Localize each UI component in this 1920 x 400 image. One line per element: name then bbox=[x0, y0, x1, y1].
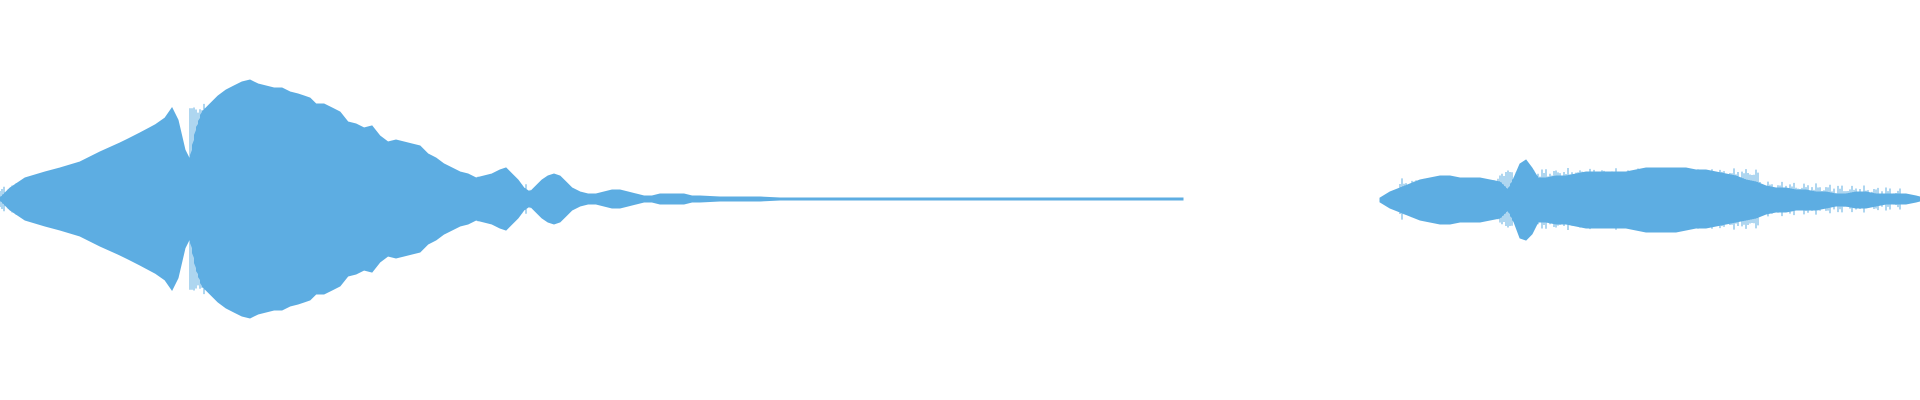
waveform-segment-1 bbox=[0, 79, 1184, 319]
waveform-texture-1 bbox=[0, 99, 561, 299]
waveform-texture-2 bbox=[1399, 168, 1901, 230]
